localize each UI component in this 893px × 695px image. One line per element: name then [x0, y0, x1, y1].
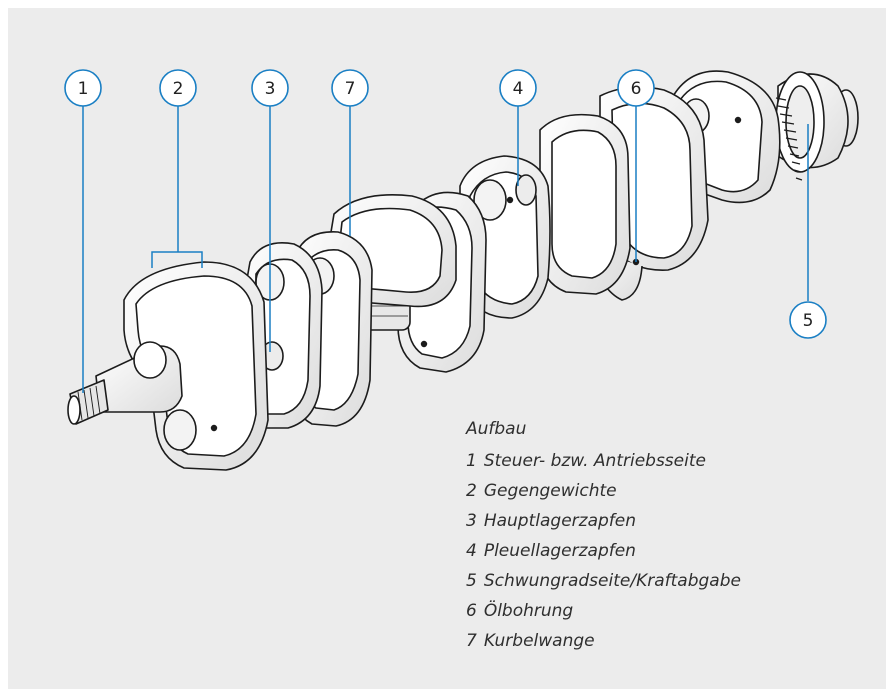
flywheel-flange — [776, 72, 858, 172]
legend-item-label: Ölbohrung — [484, 601, 573, 621]
callout-7: 7 — [332, 70, 368, 106]
legend-item: 7 Kurbelwange — [466, 626, 876, 656]
legend-item: 2 Gegengewichte — [466, 476, 876, 506]
legend: Aufbau 1 Steuer- bzw. Antriebsseite 2 Gege… — [466, 414, 876, 656]
legend-item-label: Pleuellagerzapfen — [484, 541, 636, 561]
legend-item-label: Kurbelwange — [484, 631, 595, 651]
callout-2-number: 2 — [173, 79, 184, 99]
callout-6: 6 — [618, 70, 654, 106]
legend-item-label: Hauptlagerzapfen — [484, 511, 636, 531]
legend-item-number: 4 — [466, 541, 477, 561]
legend-item-label: Gegengewichte — [484, 481, 617, 501]
callout-1: 1 — [65, 70, 101, 106]
legend-item-number: 3 — [466, 511, 477, 531]
legend-title: Aufbau — [466, 414, 876, 444]
callout-3: 3 — [252, 70, 288, 106]
legend-item-number: 5 — [466, 571, 477, 591]
callout-3-number: 3 — [265, 79, 276, 99]
legend-item: 5 Schwungradseite/Kraftabgabe — [466, 566, 876, 596]
callout-4-number: 4 — [513, 79, 524, 99]
callout-5: 5 — [790, 302, 826, 338]
callout-5-number: 5 — [803, 311, 814, 331]
callout-4: 4 — [500, 70, 536, 106]
legend-item-number: 2 — [466, 481, 477, 501]
web-6 — [540, 115, 630, 294]
legend-item: 4 Pleuellagerzapfen — [466, 536, 876, 566]
legend-item-label: Schwungradseite/Kraftabgabe — [484, 571, 741, 591]
front-nose — [68, 342, 182, 424]
callout-6-number: 6 — [631, 79, 642, 99]
callout-7-number: 7 — [345, 79, 356, 99]
legend-item: 1 Steuer- bzw. Antriebsseite — [466, 446, 876, 476]
legend-item: 6 Ölbohrung — [466, 596, 876, 626]
legend-item-label: Steuer- bzw. Antriebsseite — [484, 451, 706, 471]
crankshaft-icon — [68, 71, 858, 470]
callout-2: 2 — [160, 70, 196, 106]
legend-item-number: 6 — [466, 601, 477, 621]
legend-item: 3 Hauptlagerzapfen — [466, 506, 876, 536]
callout-1-number: 1 — [78, 79, 89, 99]
legend-item-number: 1 — [466, 451, 477, 471]
legend-item-number: 7 — [466, 631, 477, 651]
